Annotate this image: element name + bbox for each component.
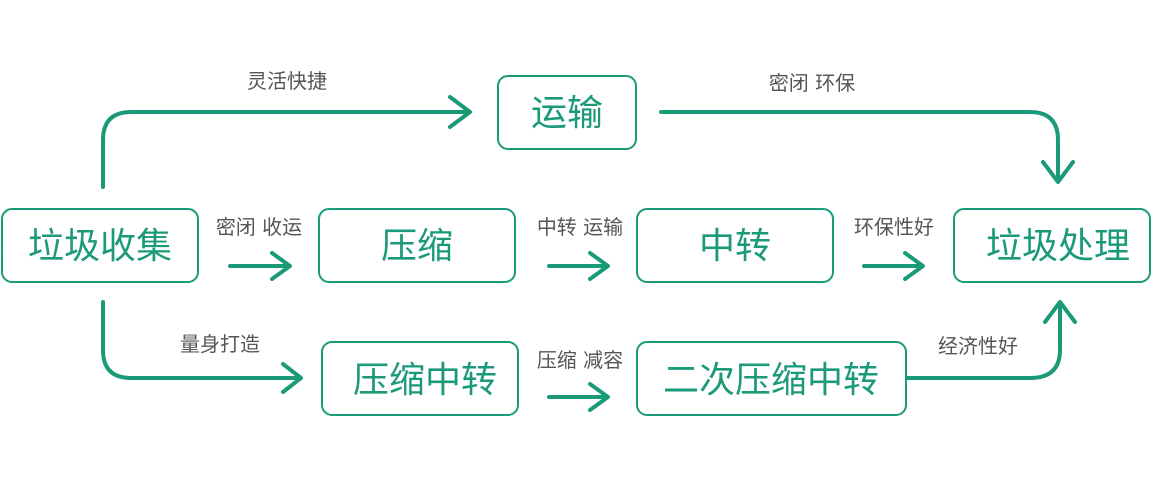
label-sealed-collection: 密闭 收运 xyxy=(216,215,302,239)
node-waste-processing-label: 垃圾处理 xyxy=(986,226,1130,267)
node-transfer: 中转 xyxy=(636,208,834,283)
arrow-collect-to-transport xyxy=(101,110,470,189)
label-tailor-made: 量身打造 xyxy=(180,332,260,356)
arrowhead-transport-to-process xyxy=(1041,160,1075,184)
label-flexible-fast: 灵活快捷 xyxy=(247,69,327,93)
label-compress-reduce: 压缩 减容 xyxy=(537,348,623,372)
node-compress: 压缩 xyxy=(318,208,516,283)
node-waste-processing: 垃圾处理 xyxy=(953,208,1151,283)
arrowhead-collect-to-compress xyxy=(270,251,292,281)
node-secondary-compress-transfer-label: 二次压缩中转 xyxy=(663,360,879,401)
arrowhead-collect-to-transport xyxy=(448,95,472,129)
label-eco-friendly: 环保性好 xyxy=(854,215,934,239)
node-waste-collection-label: 垃圾收集 xyxy=(28,226,172,267)
node-compress-label: 压缩 xyxy=(381,226,453,267)
node-transport-label: 运输 xyxy=(531,93,603,134)
arrowhead-compress-to-transfer xyxy=(588,251,610,281)
arrowhead-secondary-to-process xyxy=(1043,300,1077,324)
label-sealed-eco: 密闭 环保 xyxy=(769,71,855,95)
arrowhead-transfer-to-process xyxy=(903,251,925,281)
arrow-secondary-to-process xyxy=(904,303,1062,380)
arrowhead-collect-to-compress-transfer xyxy=(281,362,303,394)
label-economical: 经济性好 xyxy=(938,334,1018,358)
node-compress-transfer: 压缩中转 xyxy=(321,341,519,416)
node-transport: 运输 xyxy=(497,75,637,150)
arrow-collect-to-compress-transfer xyxy=(101,300,302,380)
label-transfer-transport: 中转 运输 xyxy=(537,215,623,239)
arrow-transport-to-process xyxy=(659,110,1060,182)
arrowhead-compress-transfer-to-secondary xyxy=(588,382,610,412)
node-transfer-label: 中转 xyxy=(699,226,771,267)
node-secondary-compress-transfer: 二次压缩中转 xyxy=(636,341,907,416)
node-waste-collection: 垃圾收集 xyxy=(1,208,199,283)
node-compress-transfer-label: 压缩中转 xyxy=(353,360,497,401)
